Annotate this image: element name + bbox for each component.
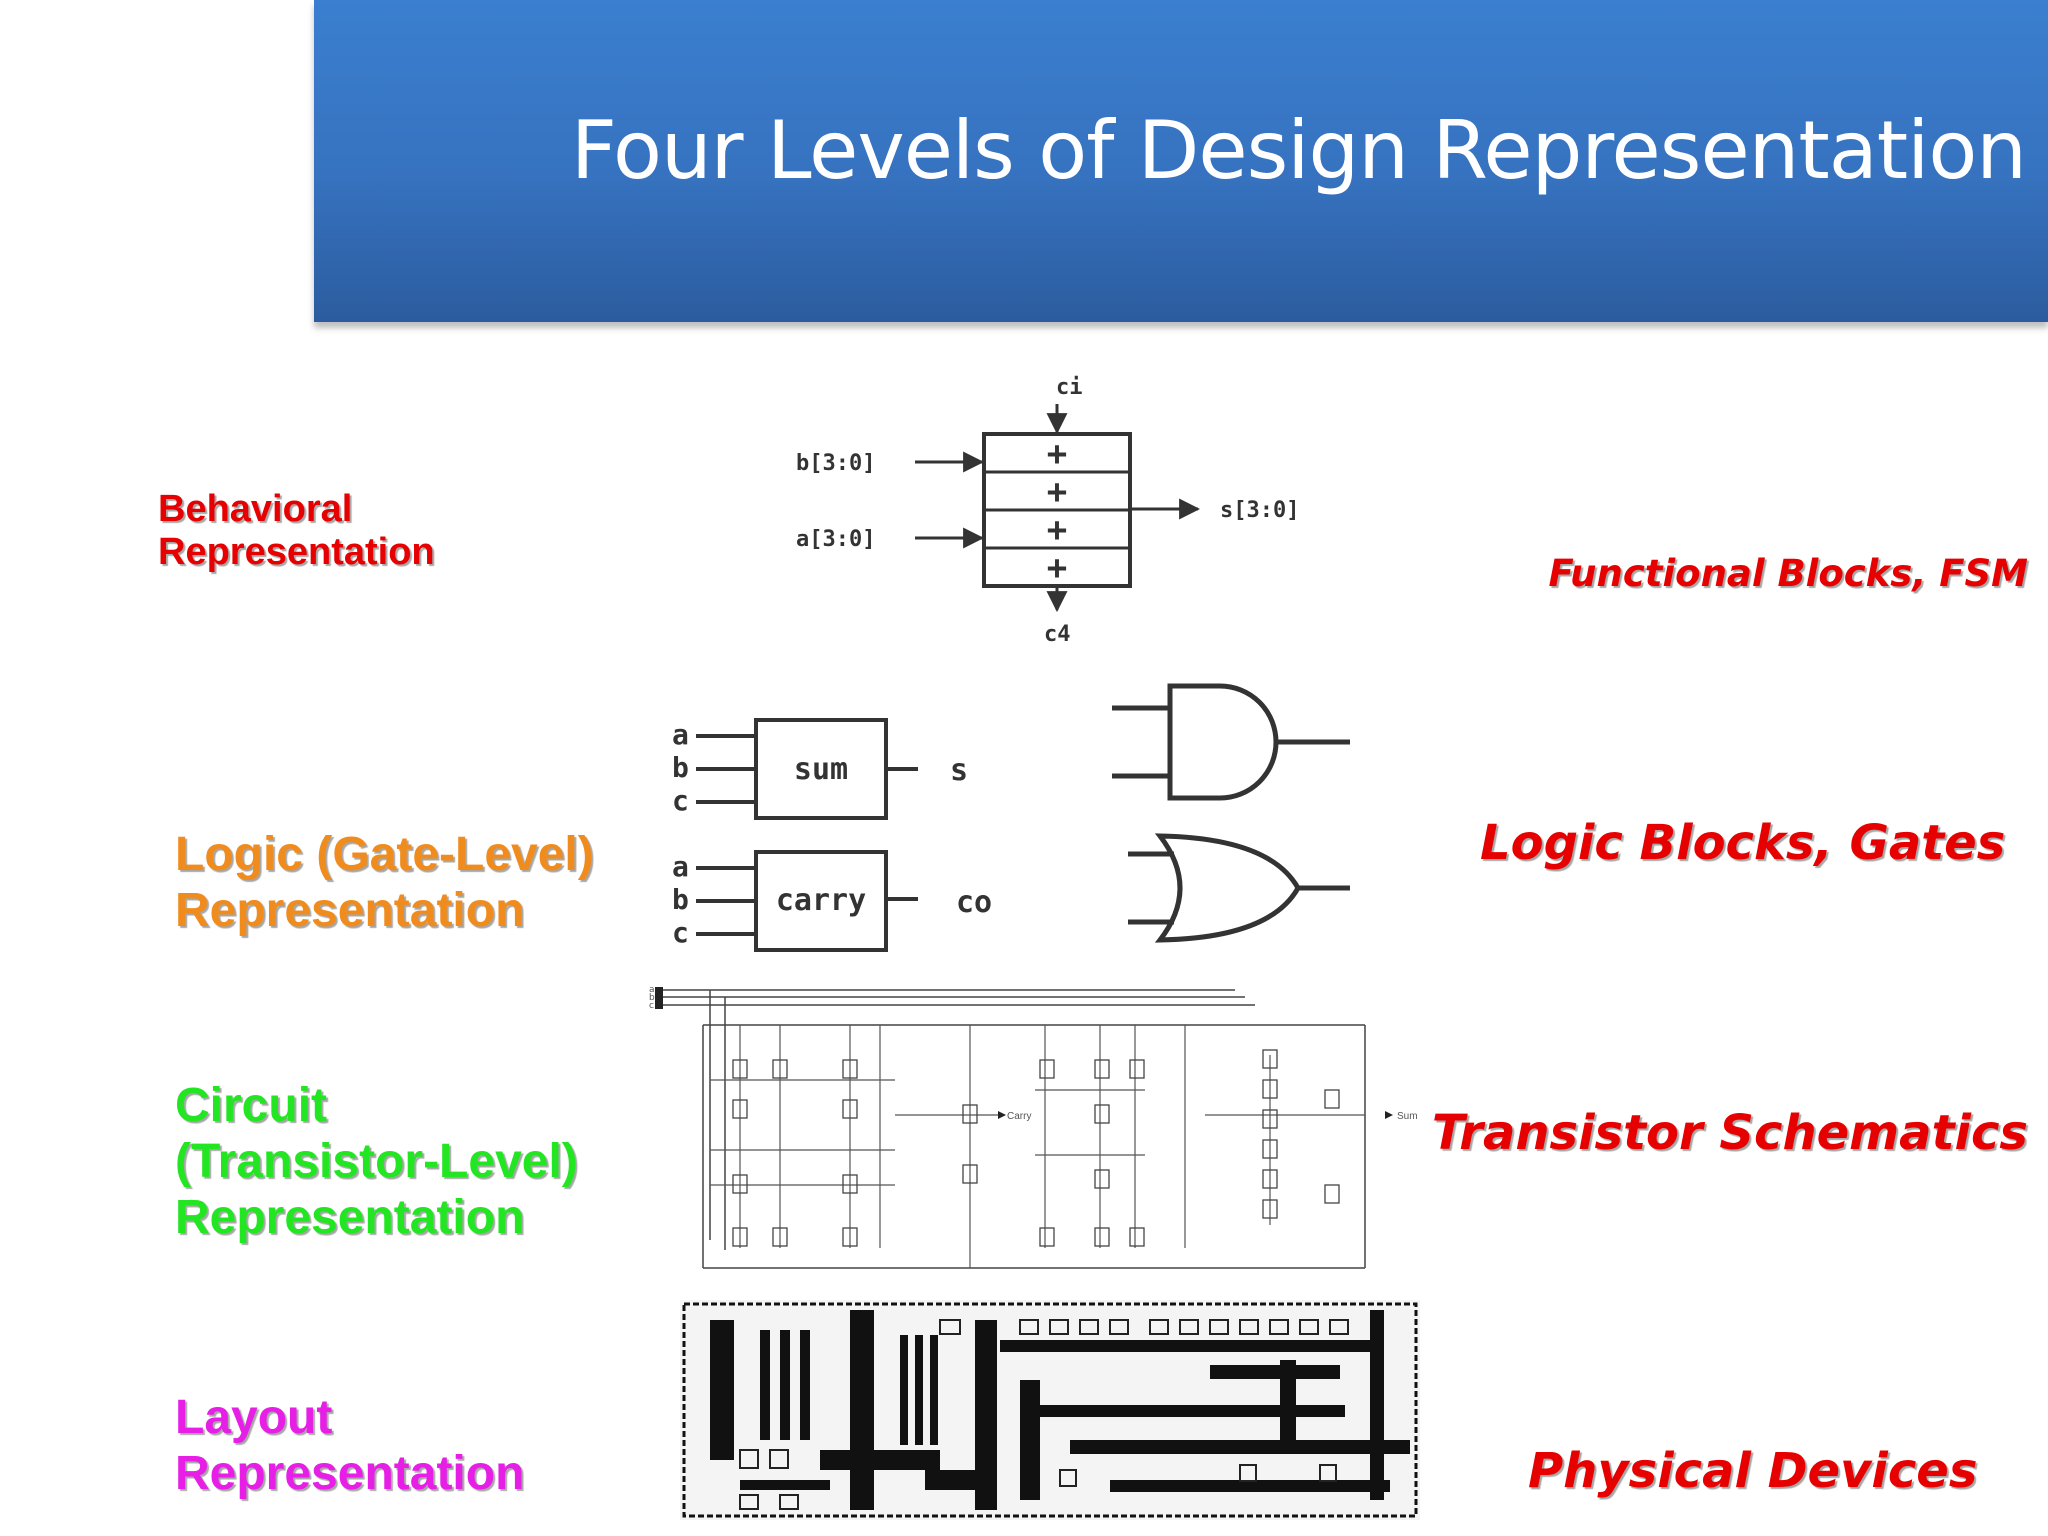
sum-block: [754, 718, 888, 820]
svg-text:sum: sum: [794, 752, 848, 787]
behavioral-description: Functional Blocks, FSM: [1548, 552, 2028, 595]
circuit-description: Transistor Schematics: [1431, 1105, 2028, 1161]
transistor-schematic: a b c: [649, 985, 1418, 1269]
carry-block: [754, 850, 888, 952]
layout-representation-image: [680, 1300, 1420, 1520]
logic-gate-diagram: a b c a b c sum carry s co: [672, 683, 1350, 952]
logic-description: Logic Blocks, Gates: [1480, 815, 2006, 871]
title-banner: Four Levels of Design Representation: [314, 0, 2048, 322]
svg-text:a: a: [672, 850, 689, 883]
behavioral-adder-diagram: ci + + + + b[3:0] a[3:0] s[3:0] c4: [796, 375, 1299, 647]
and-gate-symbol: [1112, 683, 1350, 801]
carry-output-label: co: [956, 885, 992, 920]
carry-out-label: c4: [1044, 622, 1071, 647]
logic-label: Logic (Gate-Level) Representation: [175, 828, 594, 937]
carry-in-label: ci: [1056, 375, 1083, 400]
svg-text:+: +: [1047, 548, 1067, 588]
input-b-label: b[3:0]: [796, 451, 875, 476]
sum-output-label: Sum: [1397, 1111, 1418, 1122]
or-gate-symbol: [1128, 833, 1350, 943]
svg-text:b: b: [649, 993, 655, 1003]
input-a-label: a[3:0]: [796, 527, 875, 552]
svg-text:+: +: [1047, 510, 1067, 550]
svg-text:a: a: [649, 985, 655, 995]
svg-text:carry: carry: [776, 883, 866, 918]
output-s-label: s[3:0]: [1220, 498, 1299, 523]
slide-title: Four Levels of Design Representation: [570, 104, 2027, 197]
behavioral-label: Behavioral Representation: [158, 488, 435, 573]
carry-output-label: Carry: [1007, 1111, 1031, 1122]
svg-text:a: a: [672, 718, 689, 751]
circuit-label: Circuit (Transistor-Level) Representatio…: [175, 1079, 578, 1244]
sum-output-label: s: [950, 753, 968, 788]
svg-text:b: b: [672, 883, 689, 916]
svg-text:+: +: [1047, 434, 1067, 474]
layout-description: Physical Devices: [1528, 1443, 1978, 1499]
layout-label: Layout Representation: [175, 1391, 525, 1500]
svg-text:b: b: [672, 751, 689, 784]
svg-text:c: c: [649, 1001, 654, 1011]
svg-text:c: c: [672, 784, 689, 817]
svg-text:c: c: [672, 916, 689, 949]
svg-text:+: +: [1047, 472, 1067, 512]
